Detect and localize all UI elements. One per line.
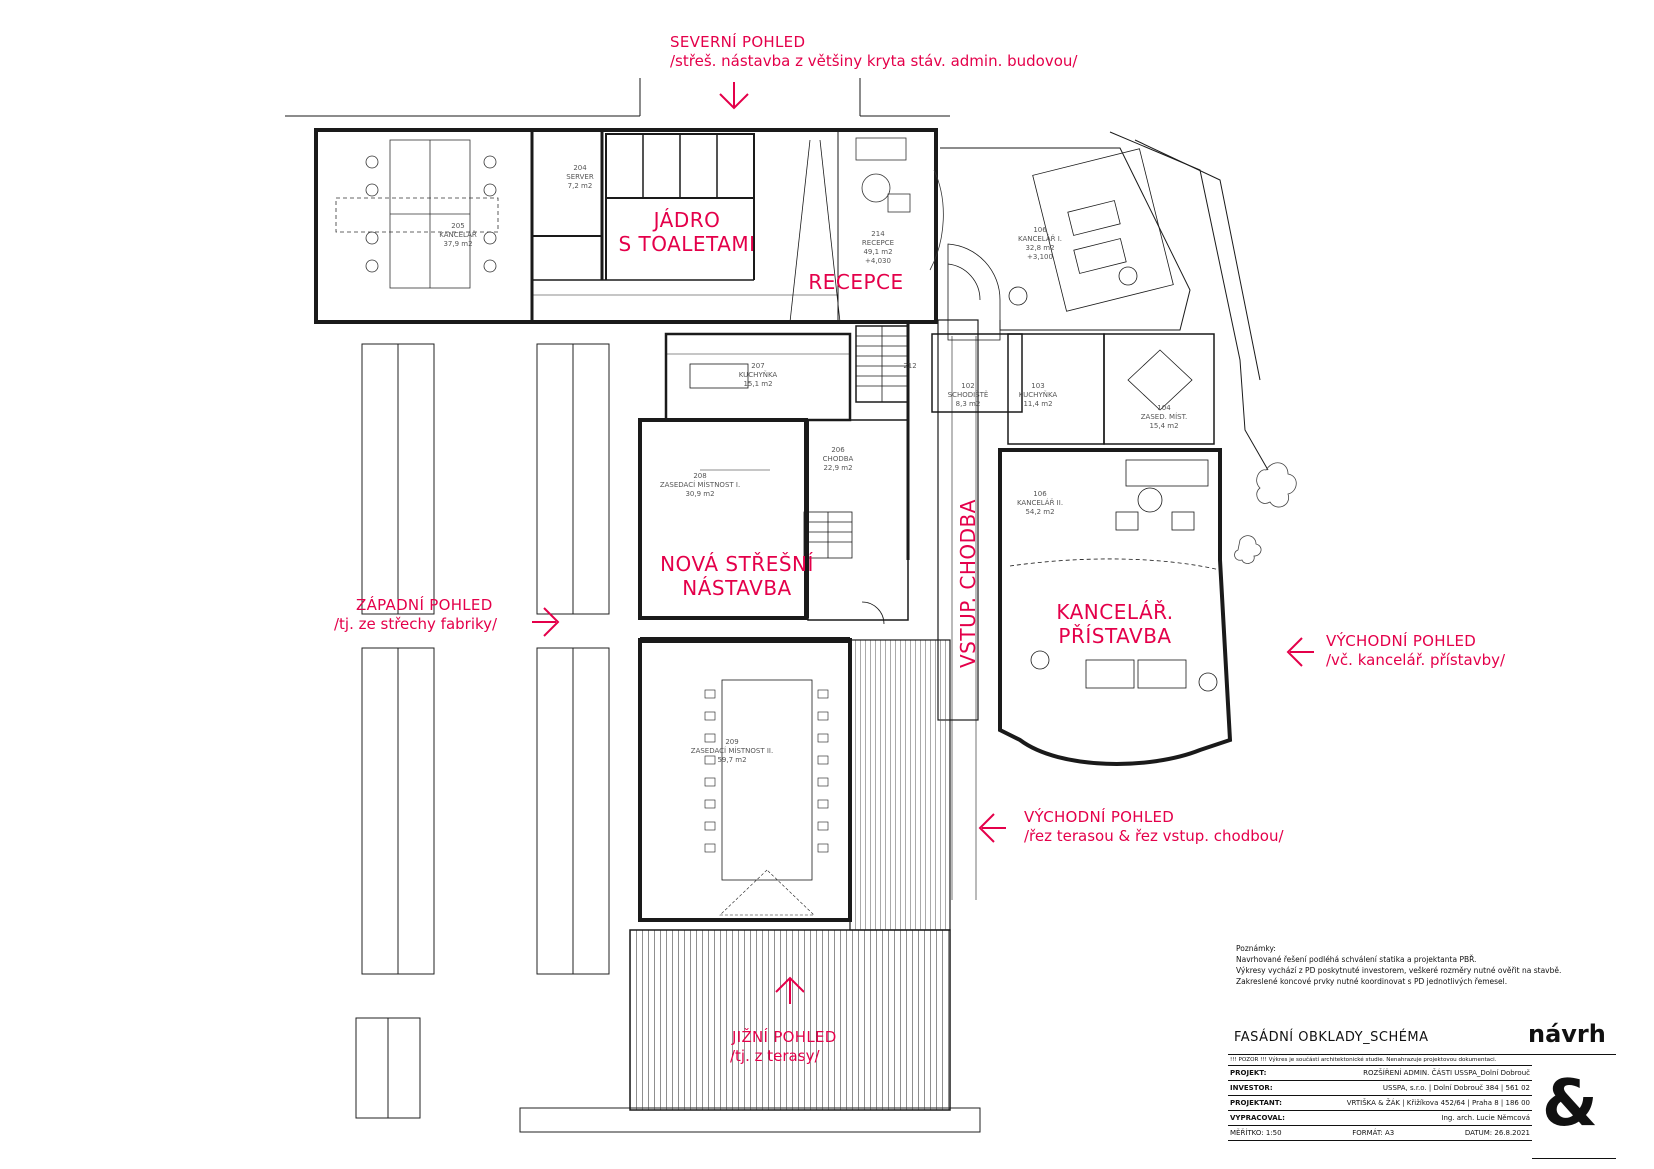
zone-core-label: JÁDRO S TOALETAMI (612, 208, 762, 256)
title-row: INVESTOR:USSPA, s.r.o. | Dolní Dobrouč 3… (1228, 1081, 1532, 1096)
east2-view-title: VÝCHODNÍ POHLED (1024, 808, 1175, 826)
north-view-subtitle: /střeš. nástavba z většiny kryta stáv. a… (670, 52, 1078, 70)
title-block-rule (1532, 1054, 1616, 1055)
warning-line: !!! POZOR !!! Výkres je součástí archite… (1228, 1055, 1532, 1066)
zone-roof-extension-label: NOVÁ STŘEŠNÍ NÁSTAVBA (652, 552, 822, 600)
office-extension (998, 448, 1233, 766)
zone-office-line1: KANCELÁŘ. (1056, 600, 1174, 624)
view-arrows (532, 82, 1314, 1004)
admin-building-north (285, 78, 950, 324)
notes-line: Navrhované řešení podléhá schválení stat… (1236, 955, 1477, 964)
zone-core-line1: JÁDRO (653, 208, 721, 232)
reception-furniture (855, 137, 944, 271)
entrance-corridor (906, 319, 979, 721)
title-block-rule (1532, 1158, 1616, 1159)
zone-core-line2: S TOALETAMI (618, 232, 756, 256)
title-row: PROJEKT:ROZŠÍŘENÍ ADMIN. ČÁSTI USSPA_Dol… (1228, 1066, 1532, 1081)
south-view-title: JIŽNÍ POHLED (732, 1028, 837, 1046)
west-view-title: ZÁPADNÍ POHLED (356, 596, 493, 614)
title-row: VYPRACOVAL:Ing. arch. Lucie Němcová (1228, 1111, 1532, 1126)
notes-line: Výkresy vychází z PD poskytnuté investor… (1236, 966, 1562, 975)
tree-symbols (1234, 462, 1297, 564)
east2-view-subtitle: /řez terasou & řez vstup. chodbou/ (1024, 827, 1284, 845)
brand-ampersand: & (1542, 1067, 1598, 1141)
north-view-title: SEVERNÍ POHLED (670, 33, 806, 51)
title-row: PROJEKTANT:VRTIŠKA & ŽÁK | Křižíkova 452… (1228, 1096, 1532, 1111)
title-block-rows: !!! POZOR !!! Výkres je součástí archite… (1228, 1054, 1532, 1141)
zone-entrance-label: VSTUP. CHODBA (956, 499, 980, 668)
office-205-desks (335, 139, 499, 289)
room-label: 212 (903, 362, 917, 370)
east1-view-title: VÝCHODNÍ POHLED (1326, 632, 1477, 650)
zone-office-extension-label: KANCELÁŘ. PŘÍSTAVBA (1040, 600, 1190, 648)
zone-reception-label: RECEPCE (808, 270, 904, 294)
west-view-subtitle: /tj. ze střechy fabriky/ (334, 615, 498, 633)
drawing-notes: Poznámky: Navrhované řešení podléhá schv… (1236, 943, 1561, 987)
meeting-room-209 (638, 637, 852, 922)
south-view-subtitle: /tj. z terasy/ (730, 1047, 820, 1065)
zone-office-line2: PŘÍSTAVBA (1058, 624, 1172, 648)
terrace-deck (629, 639, 951, 1111)
brand-logo: návrh (1528, 1020, 1606, 1048)
sheet-title: FASÁDNÍ OBKLADY_SCHÉMA (1234, 1030, 1429, 1045)
east1-view-subtitle: /vč. kancelář. přístavby/ (1326, 651, 1506, 669)
notes-line: Zakreslené koncové prvky nutné koordinov… (1236, 977, 1508, 986)
zone-roof-line2: NÁSTAVBA (682, 576, 792, 600)
notes-heading: Poznámky: (1236, 944, 1276, 953)
zone-roof-line1: NOVÁ STŘEŠNÍ (660, 552, 814, 576)
